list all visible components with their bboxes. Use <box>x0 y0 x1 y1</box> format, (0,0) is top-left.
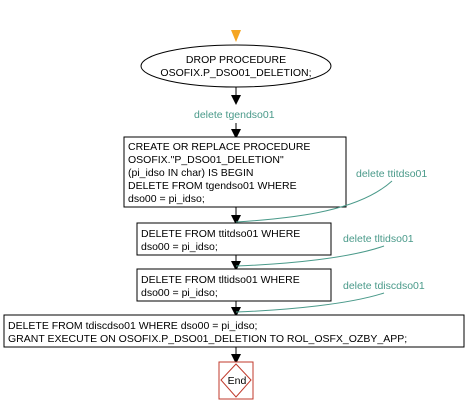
edge-label: delete tgendso01 <box>194 109 275 121</box>
step1-line: CREATE OR REPLACE PROCEDURE <box>128 141 310 153</box>
svg-text:DELETE FROM ttitdso01 WHERE: DELETE FROM ttitdso01 WHERE <box>141 228 300 240</box>
note-connector <box>235 245 385 267</box>
svg-text:dso00 = pi_idso;: dso00 = pi_idso; <box>141 241 218 253</box>
svg-text:DROP PROCEDURE: DROP PROCEDURE <box>186 54 286 66</box>
step2-line: DELETE FROM ttitdso01 WHERE <box>141 228 300 240</box>
end-label: End <box>228 375 247 387</box>
step1-line: OSOFIX."P_DSO01_DELETION" <box>128 154 284 166</box>
step4-box: DELETE FROM tdiscdso01 WHERE dso00 = pi_… <box>3 314 465 348</box>
step1-line: DELETE FROM tgendso01 WHERE <box>128 180 297 192</box>
start-node-line: DROP PROCEDURE <box>186 54 286 66</box>
svg-text:GRANT EXECUTE ON OSOFIX.P_DSO0: GRANT EXECUTE ON OSOFIX.P_DSO01_DELETION… <box>8 333 407 345</box>
note-connector <box>235 180 393 223</box>
note-ttitdso01: delete ttitdso01 <box>356 168 427 180</box>
svg-text:DELETE FROM tltidso01 WHERE: DELETE FROM tltidso01 WHERE <box>141 274 300 286</box>
note-connector <box>235 292 385 313</box>
step4-line: DELETE FROM tdiscdso01 WHERE dso00 = pi_… <box>8 320 257 332</box>
svg-text:OSOFIX.P_DSO01_DELETION;: OSOFIX.P_DSO01_DELETION; <box>160 67 311 79</box>
step3-line: dso00 = pi_idso; <box>141 287 218 299</box>
step3-box: DELETE FROM tltidso01 WHERE dso00 = pi_i… <box>136 268 332 302</box>
step4-line: GRANT EXECUTE ON OSOFIX.P_DSO01_DELETION… <box>8 333 407 345</box>
step1-box: CREATE OR REPLACE PROCEDURE OSOFIX."P_DS… <box>123 136 347 208</box>
svg-text:DELETE FROM tgendso01 WHERE: DELETE FROM tgendso01 WHERE <box>128 180 297 192</box>
step2-box: DELETE FROM ttitdso01 WHERE dso00 = pi_i… <box>136 222 332 256</box>
svg-text:CREATE OR REPLACE PROCEDURE: CREATE OR REPLACE PROCEDURE <box>128 141 310 153</box>
svg-text:DELETE FROM tdiscdso01 WHERE: DELETE FROM tdiscdso01 WHERE dso00 = pi_… <box>8 320 257 332</box>
note-tltidso01: delete tltidso01 <box>343 233 414 245</box>
svg-text:dso00 = pi_idso;: dso00 = pi_idso; <box>128 193 205 205</box>
svg-text:dso00 = pi_idso;: dso00 = pi_idso; <box>141 287 218 299</box>
step1-line: (pi_idso IN char) IS BEGIN <box>128 167 253 179</box>
step1-line: dso00 = pi_idso; <box>128 193 205 205</box>
note-tdiscdso01: delete tdiscdso01 <box>343 280 425 292</box>
start-node-line: OSOFIX.P_DSO01_DELETION; <box>160 67 311 79</box>
svg-text:(pi_idso IN char) IS BEGIN: (pi_idso IN char) IS BEGIN <box>128 167 253 179</box>
step2-line: dso00 = pi_idso; <box>141 241 218 253</box>
start-arrow-icon <box>231 30 241 42</box>
end-node: End <box>218 361 254 400</box>
svg-text:OSOFIX."P_DSO01_DELETION": OSOFIX."P_DSO01_DELETION" <box>128 154 284 166</box>
step3-line: DELETE FROM tltidso01 WHERE <box>141 274 300 286</box>
start-node: DROP PROCEDURE OSOFIX.P_DSO01_DELETION; <box>140 44 332 88</box>
